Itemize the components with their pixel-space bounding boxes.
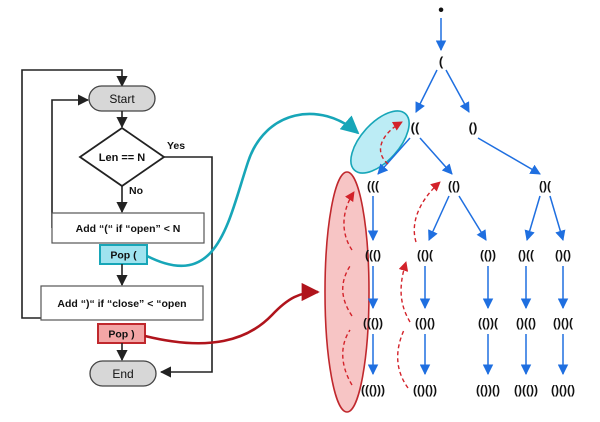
add-open-label: Add “(“ if “open” < N [76, 223, 181, 235]
parentheses-tree: • ( (( () ((( (() ()( ((() (()( (()) ()(… [342, 2, 575, 397]
add-close-label: Add “)“ if “close” < “open [57, 298, 186, 310]
tree-node: (()()) [413, 383, 437, 397]
tree-node: (())( [478, 316, 498, 330]
tree-node: ((())) [361, 383, 385, 397]
add-close-box [40, 285, 204, 321]
tree-node: ()(() [516, 316, 536, 330]
tree-node: ()( [539, 179, 551, 193]
pop-close-highlight-ellipse [324, 171, 370, 413]
tree-node: () [469, 120, 478, 135]
pop-open-connector [146, 112, 360, 268]
yes-label: Yes [167, 140, 185, 152]
tree-node: ((()) [363, 316, 383, 330]
tree-node: (( [411, 120, 420, 135]
end-label: End [112, 367, 133, 381]
no-label: No [129, 185, 143, 197]
tree-node: (()( [417, 248, 433, 262]
tree-node: ()() [555, 248, 571, 262]
pop-close-connector [144, 282, 320, 345]
backtrack-arrows [342, 121, 441, 389]
tree-node: ()()( [553, 316, 573, 330]
tree-node: ( [439, 54, 444, 69]
tree-node: (()) [480, 248, 496, 262]
tree-node: (()() [415, 316, 435, 330]
tree-node: ((() [365, 248, 381, 262]
pop-close-label: Pop ) [108, 329, 134, 341]
start-label: Start [109, 92, 135, 106]
end-node [89, 360, 157, 387]
tree-root: • [438, 2, 444, 19]
pop-open-label: Pop ( [110, 250, 137, 262]
flowchart: Start Len == N Yes No Add “(“ if “open” … [21, 69, 213, 387]
tree-node: (() [448, 179, 460, 193]
tree-node: ()(()) [514, 383, 538, 397]
tree-node: (())() [476, 383, 500, 397]
add-open-box [51, 212, 205, 244]
yes-arrow [159, 156, 213, 378]
tree-node: ()()() [551, 383, 575, 397]
condition-label: Len == N [99, 152, 146, 164]
tree-node: ()(( [518, 248, 534, 262]
inner-loop-arrow [51, 94, 90, 228]
tree-node: ((( [367, 179, 379, 193]
tree-edges [367, 18, 569, 376]
pop-open-box [99, 244, 148, 265]
